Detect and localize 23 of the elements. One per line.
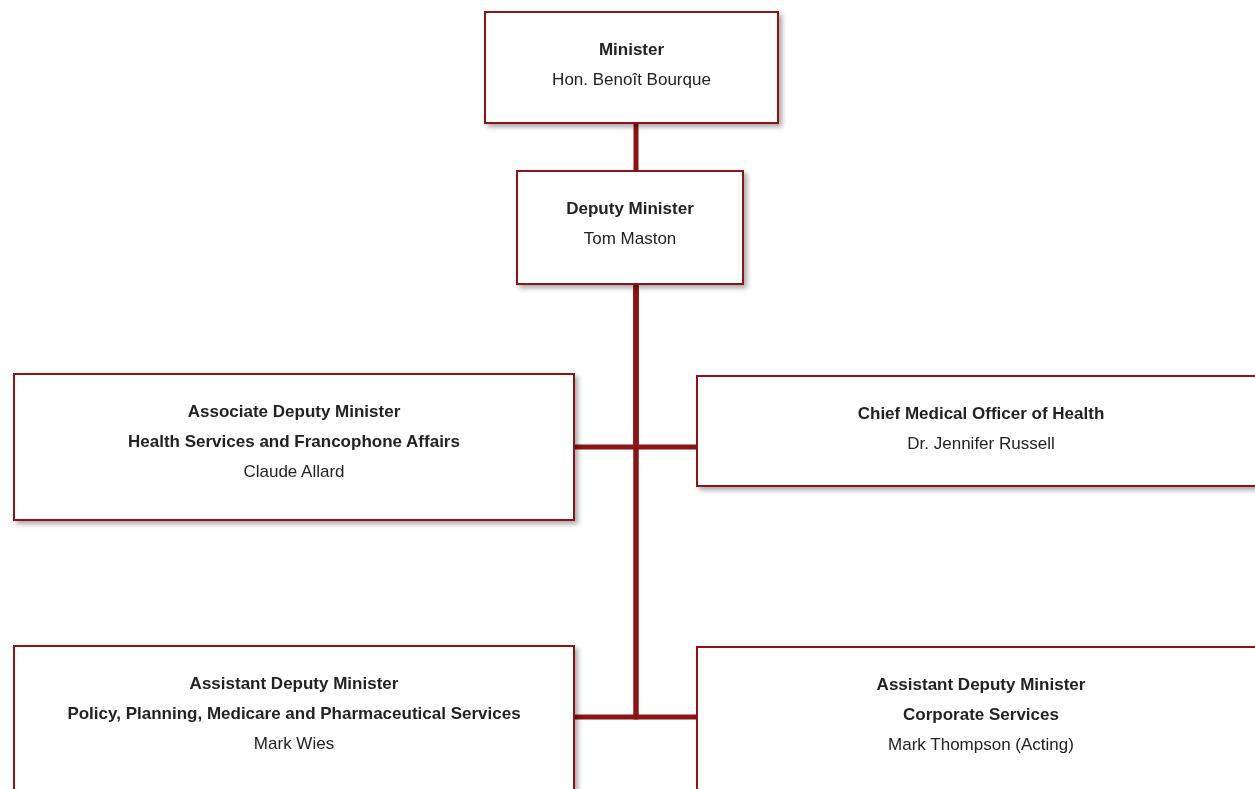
person-name: Mark Thompson (Acting) — [888, 734, 1074, 756]
role-title: Chief Medical Officer of Health — [857, 403, 1105, 425]
person-name: Dr. Jennifer Russell — [907, 433, 1055, 455]
person-name: Hon. Benoît Bourque — [552, 69, 711, 91]
org-box — [696, 375, 1255, 487]
org-box — [13, 373, 575, 521]
connector-line — [633, 124, 639, 170]
role-title: Assistant Deputy Minister — [876, 674, 1086, 696]
role-title: Deputy Minister — [566, 198, 694, 220]
org-box — [696, 646, 1255, 789]
role-title: Policy, Planning, Medicare and Pharmaceutical Services — [67, 703, 521, 725]
role-title: Minister — [598, 39, 665, 61]
role-title: Health Services and Francophone Affairs — [128, 431, 460, 453]
org-box — [484, 11, 779, 124]
role-title: Associate Deputy Minister — [187, 401, 401, 423]
org-box — [13, 645, 575, 789]
person-name: Tom Maston — [583, 228, 677, 250]
role-title: Assistant Deputy Minister — [189, 673, 399, 695]
connector-line — [633, 285, 696, 720]
person-name: Mark Wies — [253, 733, 335, 755]
org-box — [516, 170, 744, 285]
role-title: Corporate Services — [903, 704, 1059, 726]
person-name: Claude Allard — [243, 461, 345, 483]
